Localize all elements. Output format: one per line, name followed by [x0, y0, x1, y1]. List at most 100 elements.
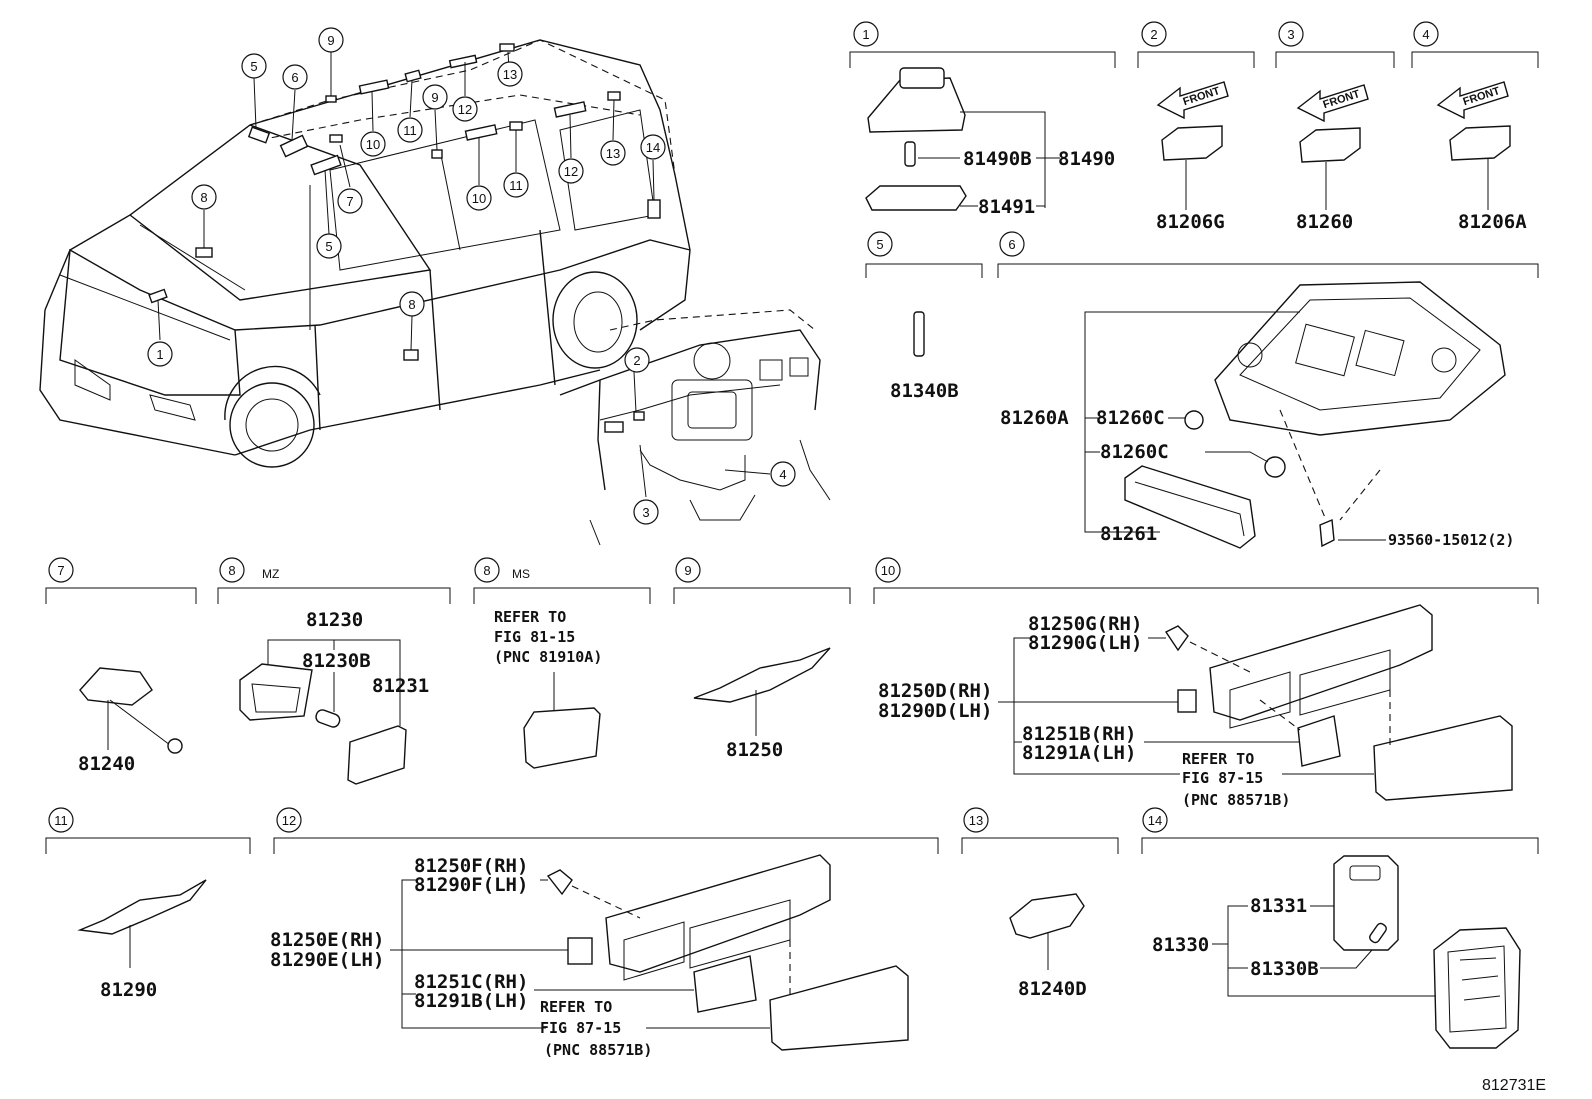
callout-7: 7 — [337, 188, 363, 214]
model-tag-label: MZ — [262, 567, 279, 581]
part-number-label: 81206G — [1156, 211, 1225, 233]
callout-number-label: 14 — [646, 140, 660, 155]
part-number-label: 81231 — [372, 675, 429, 697]
model-tag-label: MS — [512, 567, 530, 581]
part-number-label: 81290 — [100, 979, 157, 1001]
part-number-label: 81251C(RH) — [414, 971, 528, 993]
section-number-label: 5 — [876, 237, 883, 252]
section-1: 1 81490B 81490 81491 — [849, 21, 1116, 218]
callout-number-label: 2 — [633, 353, 640, 368]
section-number-label: 3 — [1287, 27, 1294, 42]
callout-8a: 8 — [191, 184, 217, 210]
section-number-label: 9 — [684, 563, 691, 578]
part-number-label: 81230 — [306, 609, 363, 631]
part-number-label: 81291B(LH) — [414, 990, 528, 1012]
section-number-label: 6 — [1008, 237, 1015, 252]
section-10: 10 81250G(RH) 81290G(LH) 81250D(RH) 8129… — [873, 557, 1539, 809]
refer-note-label: REFER TO — [1182, 750, 1254, 768]
callout-10a: 10 — [360, 131, 386, 157]
part-number-label: 81491 — [978, 196, 1035, 218]
refer-note-label: (PNC 88571B) — [1182, 791, 1290, 809]
part-number-label: 81340B — [890, 380, 959, 402]
part-number-label: 81240 — [78, 753, 135, 775]
callout-number-label: 6 — [291, 70, 298, 85]
dashboard-illustration — [559, 309, 831, 546]
section-8-mz: 8 MZ 81230 81230B 81231 — [217, 557, 451, 785]
section-14: 14 81331 81330 81330B — [1141, 807, 1539, 1049]
part-number-label: 81250F(RH) — [414, 855, 528, 877]
callout-4: 4 — [770, 461, 796, 487]
refer-note-label: FIG 87-15 — [540, 1019, 621, 1037]
section-number-label: 7 — [57, 563, 64, 578]
callout-number-label: 7 — [346, 194, 353, 209]
callout-2: 2 — [624, 347, 650, 373]
callout-number-label: 10 — [366, 137, 380, 152]
callout-10b: 10 — [466, 185, 492, 211]
callout-number-label: 9 — [327, 33, 334, 48]
part-number-label: 81260 — [1296, 211, 1353, 233]
callout-9a: 9 — [318, 27, 344, 53]
part-number-label: 81330B — [1250, 958, 1319, 980]
refer-note-label: (PNC 81910A) — [494, 648, 602, 666]
callout-5b: 5 — [316, 233, 342, 259]
callout-number-label: 11 — [403, 123, 417, 138]
callout-number-label: 3 — [642, 505, 649, 520]
part-number-label: 93560-15012(2) — [1388, 531, 1514, 549]
section-number-label: 1 — [862, 27, 869, 42]
part-number-label: 81290F(LH) — [414, 874, 528, 896]
section-12: 12 81250F(RH) 81290F(LH) 81250E(RH) 8129… — [270, 807, 939, 1059]
part-number-label: 81230B — [302, 650, 371, 672]
callout-number-label: 5 — [325, 239, 332, 254]
section-number-label: 10 — [881, 563, 895, 578]
refer-note-label: FIG 87-15 — [1182, 769, 1263, 787]
refer-note-label: REFER TO — [494, 608, 566, 626]
part-number-label: 81290G(LH) — [1028, 632, 1142, 654]
callout-number-label: 8 — [408, 297, 415, 312]
callout-12a: 12 — [452, 96, 478, 122]
callout-number-label: 4 — [779, 467, 786, 482]
callout-3: 3 — [633, 499, 659, 525]
callout-number-label: 1 — [156, 347, 163, 362]
section-13: 13 81240D — [961, 807, 1119, 1000]
part-number-label: 81291A(LH) — [1022, 742, 1136, 764]
section-6: 6 81260A 81260C 81260C 81261 93560-15012… — [997, 231, 1539, 549]
part-number-label: 81261 — [1100, 523, 1157, 545]
part-number-label: 81250D(RH) — [878, 680, 992, 702]
section-3: 3 FRONT 81260 — [1275, 21, 1395, 233]
callout-9b: 9 — [422, 84, 448, 110]
section-number-label: 14 — [1148, 813, 1162, 828]
part-number-label: 81330 — [1152, 934, 1209, 956]
vehicle-illustration — [39, 39, 691, 468]
part-number-label: 81260C — [1100, 441, 1169, 463]
section-8-ms: 8 MS REFER TO FIG 81-15 (PNC 81910A) — [473, 557, 651, 769]
part-number-label: 81260A — [1000, 407, 1069, 429]
callout-number-label: 12 — [458, 102, 472, 117]
part-number-label: 81490B — [963, 148, 1032, 170]
callout-5a: 5 — [241, 53, 267, 79]
part-number-label: 81250 — [726, 739, 783, 761]
part-number-label: 81490 — [1058, 148, 1115, 170]
callout-number-label: 9 — [431, 90, 438, 105]
callout-1: 1 — [147, 341, 173, 367]
callout-13b: 13 — [600, 140, 626, 166]
refer-note-label: REFER TO — [540, 998, 612, 1016]
callout-8b: 8 — [399, 291, 425, 317]
section-number-label: 11 — [54, 813, 68, 828]
callout-6: 6 — [282, 64, 308, 90]
section-number-label: 12 — [282, 813, 296, 828]
refer-note-label: FIG 81-15 — [494, 628, 575, 646]
callout-number-label: 12 — [564, 164, 578, 179]
section-number-label: 8 — [483, 563, 490, 578]
section-number-label: 4 — [1422, 27, 1429, 42]
callout-11b: 11 — [503, 172, 529, 198]
section-number-label: 13 — [969, 813, 983, 828]
callout-11a: 11 — [397, 117, 423, 143]
part-number-label: 81290D(LH) — [878, 700, 992, 722]
callout-number-label: 5 — [250, 59, 257, 74]
callout-number-label: 13 — [503, 67, 517, 82]
part-number-label: 81251B(RH) — [1022, 723, 1136, 745]
section-4: 4 FRONT 81206A — [1411, 21, 1539, 233]
section-2: 2 FRONT 81206G — [1137, 21, 1255, 233]
